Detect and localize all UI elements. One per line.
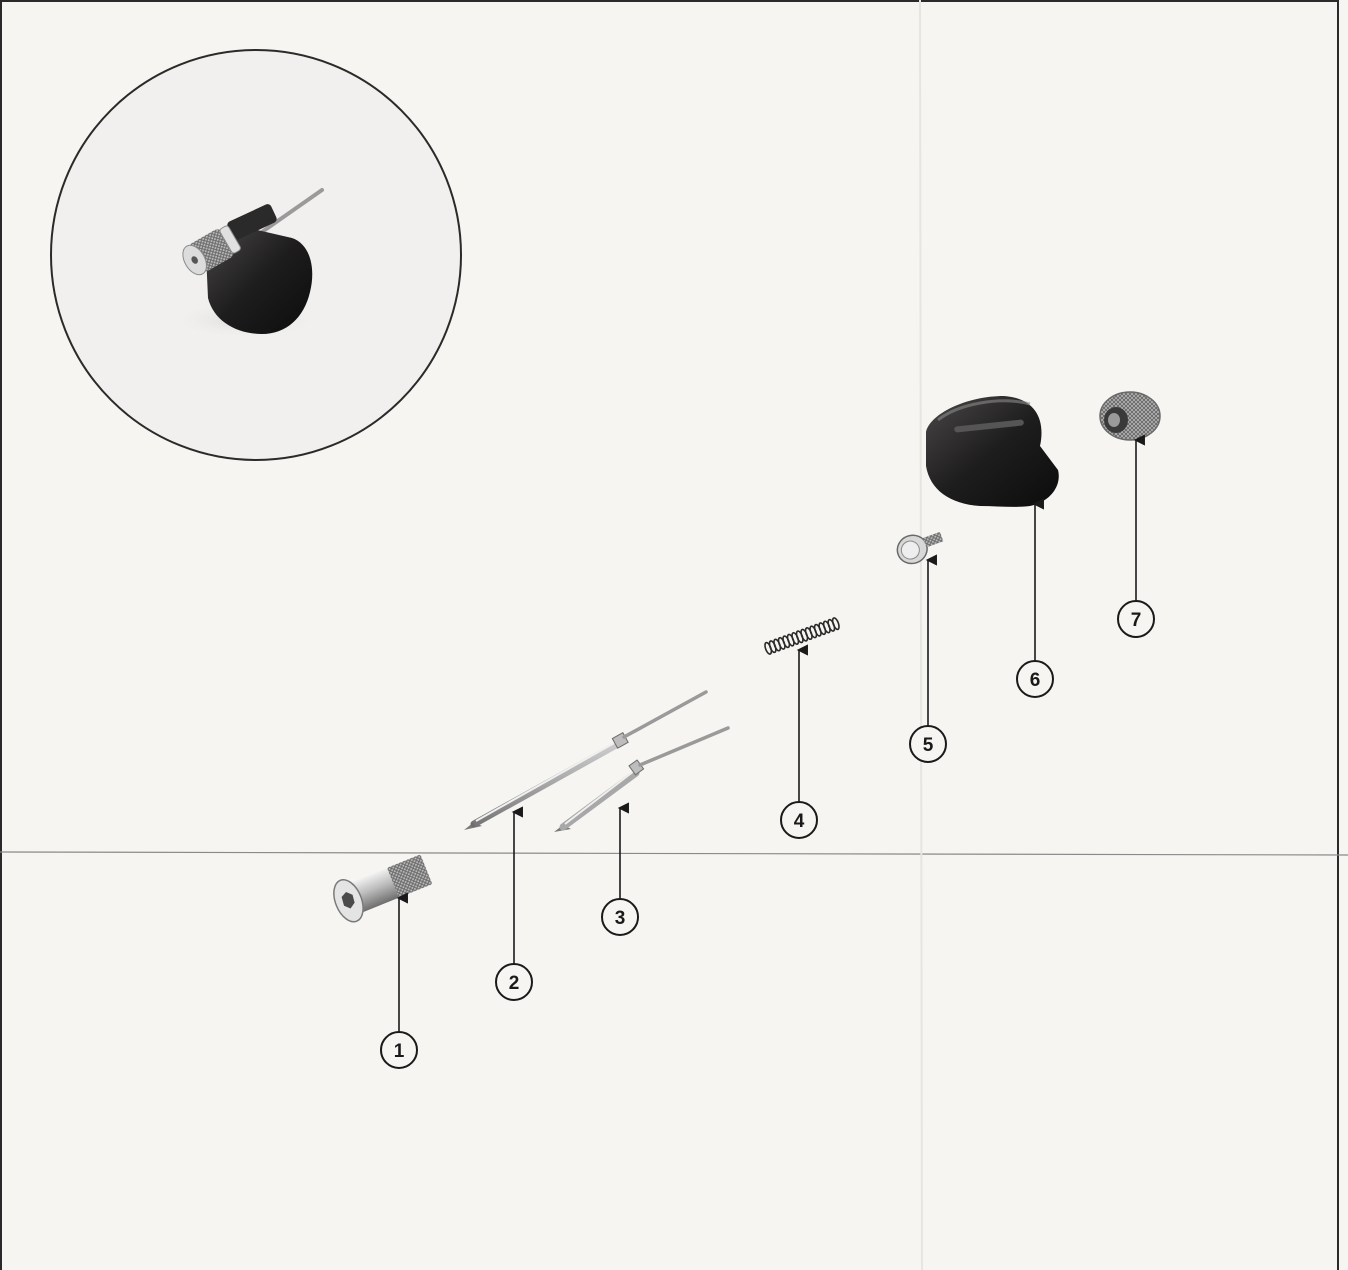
callout-5: 5 (910, 726, 946, 762)
callout-3-label: 3 (615, 908, 626, 929)
callout-5-label: 5 (923, 735, 934, 756)
callout-2-label: 2 (509, 973, 520, 994)
callout-6: 6 (1017, 661, 1053, 697)
callout-7: 7 (1118, 601, 1154, 637)
part-7-knurled-nut (1100, 392, 1160, 440)
callout-6-label: 6 (1030, 670, 1041, 691)
callout-3: 3 (602, 899, 638, 935)
callout-2: 2 (496, 964, 532, 1000)
callout-1-label: 1 (394, 1041, 405, 1062)
callout-1: 1 (381, 1032, 417, 1068)
assembled-view-inset (51, 50, 461, 460)
callout-4: 4 (781, 802, 817, 838)
callout-4-label: 4 (794, 811, 805, 832)
callout-7-label: 7 (1131, 610, 1142, 631)
